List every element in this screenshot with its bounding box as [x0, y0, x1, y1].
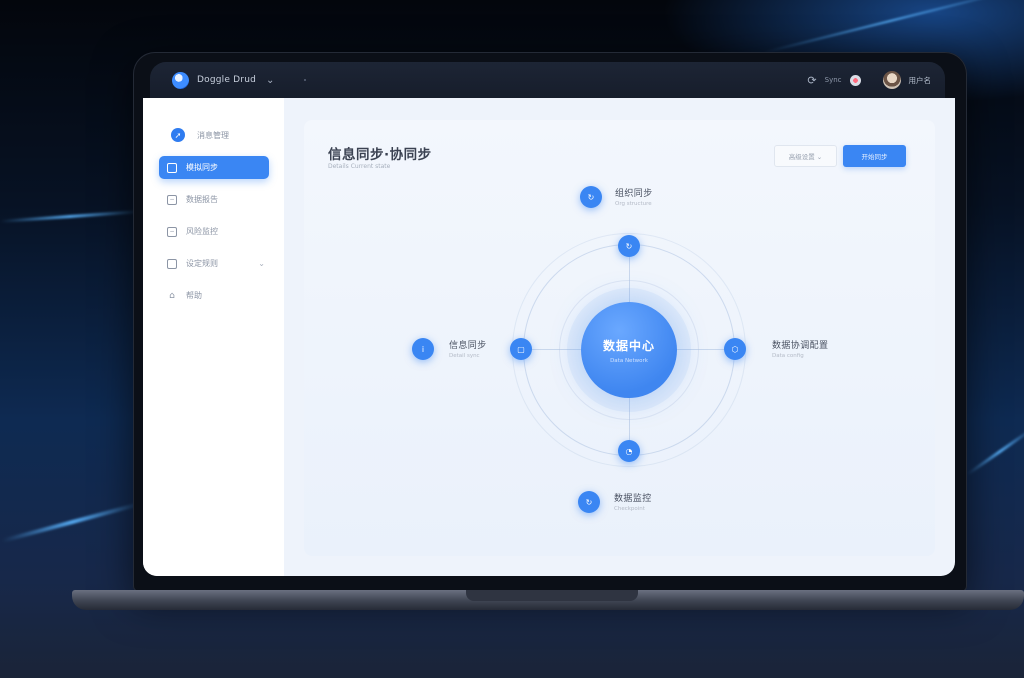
orbit-node-left[interactable]: ▢: [510, 338, 532, 360]
sidebar-item-label: 风险监控: [186, 227, 218, 236]
refresh-icon[interactable]: ⟳: [807, 73, 817, 87]
sidebar-item-rules[interactable]: 设定规则 ⌄: [159, 252, 273, 275]
chevron-down-icon[interactable]: ⌄: [266, 74, 275, 86]
feature-node-bottom[interactable]: ↻: [578, 491, 600, 513]
hub-title: 数据中心: [602, 338, 655, 353]
hub-subtitle: Data Network: [610, 357, 648, 364]
page-title: 信息同步·协同步: [328, 147, 432, 163]
chart-icon: ◔: [625, 446, 633, 456]
background-streak: [1, 501, 144, 543]
background-streak: [966, 427, 1024, 476]
feature-title-right: 数据协调配置: [772, 341, 829, 351]
advanced-settings-button[interactable]: 高级设置 ⌄: [774, 145, 837, 167]
document-icon: ▢: [517, 344, 525, 354]
orbit-node-top[interactable]: ↻: [618, 235, 640, 257]
sidebar-logo-icon: ➚: [171, 128, 185, 142]
sidebar-item-help[interactable]: ⌂ 帮助: [159, 284, 273, 307]
monitor-icon: −: [167, 226, 177, 237]
feature-subtitle-right: Data config: [772, 353, 804, 359]
chevron-down-icon[interactable]: ⌄: [258, 259, 265, 268]
feature-subtitle-bottom: Checkpoint: [614, 506, 645, 512]
info-icon: i: [421, 344, 425, 354]
username[interactable]: 用户名: [908, 75, 932, 85]
feature-title-left: 信息同步: [449, 341, 487, 351]
orbit-node-right[interactable]: ⬡: [724, 338, 746, 360]
feature-subtitle-top: Org structure: [615, 201, 652, 207]
data-center-hub[interactable]: 数据中心 Data Network: [581, 302, 677, 398]
sidebar-item-label: 数据报告: [186, 195, 218, 204]
feature-title-top: 组织同步: [615, 189, 653, 199]
sidebar-header: ➚ 消息管理: [171, 128, 273, 142]
sidebar-item-sync[interactable]: 模拟同步: [159, 156, 269, 179]
sidebar-item-reports[interactable]: − 数据报告: [159, 188, 273, 211]
start-sync-button[interactable]: 开始同步: [843, 145, 906, 167]
notification-icon[interactable]: [849, 74, 861, 86]
image-icon: [167, 258, 177, 269]
document-icon: [167, 162, 177, 173]
brand-logo-icon: [172, 71, 189, 89]
workspace-selector[interactable]: Doggle Drud: [197, 75, 257, 85]
help-icon: ⌂: [169, 290, 175, 301]
feature-node-top[interactable]: ↻: [580, 186, 602, 208]
feature-node-left[interactable]: i: [412, 338, 434, 360]
app-titlebar: Doggle Drud ⌄ ⟳ Sync 用户名: [150, 62, 945, 98]
sidebar: ➚ 消息管理 模拟同步 − 数据报告 − 风险监控 设定规则 ⌄ ⌂ 帮助: [143, 98, 284, 576]
clipboard-icon: −: [167, 194, 177, 205]
sync-status: Sync: [824, 76, 842, 84]
divider-dot: [304, 79, 307, 81]
shield-icon: ⬡: [731, 344, 739, 354]
sidebar-item-monitor[interactable]: − 风险监控: [159, 220, 273, 243]
background-streak: [763, 0, 1017, 54]
orbit-node-bottom[interactable]: ◔: [618, 440, 640, 462]
feature-title-bottom: 数据监控: [614, 494, 652, 504]
main-content: 信息同步·协同步 Details Current state 高级设置 ⌄ 开始…: [284, 98, 955, 576]
sidebar-header-label: 消息管理: [197, 130, 229, 140]
background-streak: [0, 210, 140, 223]
sidebar-item-label: 帮助: [186, 291, 202, 300]
sidebar-item-label: 设定规则: [186, 259, 218, 268]
sync-icon: ↻: [625, 241, 633, 251]
app-window: ➚ 消息管理 模拟同步 − 数据报告 − 风险监控 设定规则 ⌄ ⌂ 帮助 信息…: [143, 98, 955, 576]
content-panel: 信息同步·协同步 Details Current state 高级设置 ⌄ 开始…: [304, 120, 935, 556]
sidebar-item-label: 模拟同步: [186, 163, 218, 172]
feature-subtitle-left: Detail sync: [449, 353, 480, 359]
refresh-icon: ↻: [585, 497, 593, 507]
sync-icon: ↻: [587, 192, 595, 202]
page-subtitle: Details Current state: [328, 163, 391, 170]
avatar[interactable]: [882, 71, 901, 89]
laptop-hinge-notch: [466, 590, 638, 601]
